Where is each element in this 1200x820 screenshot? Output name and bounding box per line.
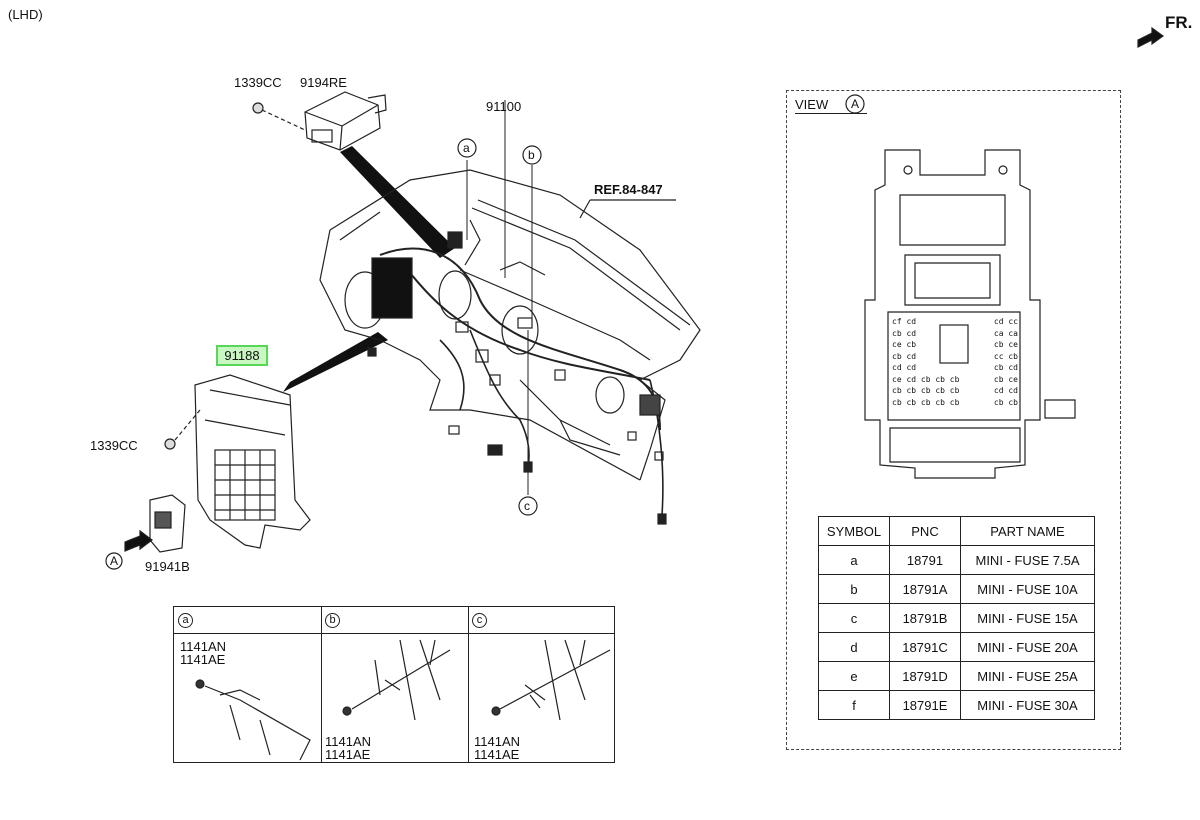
detail-a-marker: a: [178, 613, 193, 628]
callout-9194re: 9194RE: [300, 75, 347, 90]
detail-c-label-1: 1141AN: [474, 734, 521, 749]
detail-a-label-1: 1141AN: [180, 639, 227, 654]
leader-band-top: [340, 146, 455, 258]
callout-91100: 91100: [486, 99, 522, 114]
callout-ref: REF.84-847: [594, 182, 663, 197]
callout-1339cc-top: 1339CC: [234, 75, 282, 90]
parts-table: SYMBOL PNC PART NAME a 18791 MINI - FUSE…: [818, 516, 1095, 720]
table-row: a 18791 MINI - FUSE 7.5A: [818, 545, 1095, 575]
detail-b-marker: b: [325, 613, 340, 628]
detail-a-label-2: 1141AE: [180, 652, 226, 667]
marker-c: c: [524, 499, 530, 513]
table-row: b 18791A MINI - FUSE 10A: [818, 574, 1095, 604]
view-title-underline: [795, 113, 867, 114]
table-row: c 18791B MINI - FUSE 15A: [818, 603, 1095, 633]
marker-view-a: A: [110, 554, 119, 568]
fuse-box-view-drawing: [864, 149, 1076, 479]
view-a-arrow-icon: [124, 529, 153, 552]
detail-panel-b: b 1141AN 1141AE: [321, 607, 469, 762]
detail-panels: a 1141AN 1141AE b 1141AN 1141AE c 1141AN…: [173, 606, 615, 763]
detail-c-marker: c: [472, 613, 487, 628]
col-pnc: PNC: [889, 516, 961, 546]
table-row: f 18791E MINI - FUSE 30A: [818, 690, 1095, 720]
marker-b: b: [528, 148, 535, 162]
front-label: FR.: [1165, 13, 1193, 32]
col-part-name: PART NAME: [960, 516, 1095, 546]
leader-band-left: [283, 332, 388, 392]
detail-a-drawing: [195, 679, 311, 761]
detail-panel-c: c 1141AN 1141AE: [468, 607, 614, 762]
col-symbol: SYMBOL: [818, 516, 890, 546]
parts-table-header: SYMBOL PNC PART NAME: [818, 516, 1095, 546]
detail-b-label-1: 1141AN: [325, 734, 372, 749]
drive-side-label: (LHD): [8, 7, 43, 22]
detail-c-drawing: [491, 639, 611, 721]
callout-91941b: 91941B: [145, 559, 190, 574]
callout-1339cc-left: 1339CC: [90, 438, 138, 453]
marker-a: a: [463, 141, 470, 155]
callout-91188-highlight[interactable]: 91188: [216, 345, 268, 366]
instrument-panel-drawing: [319, 100, 701, 525]
connector-91941b-drawing: [149, 494, 186, 553]
front-arrow-icon: [1137, 26, 1165, 48]
detail-c-label-2: 1141AE: [474, 747, 520, 762]
table-row: d 18791C MINI - FUSE 20A: [818, 632, 1095, 662]
detail-panel-a: a 1141AN 1141AE: [174, 607, 322, 762]
detail-b-drawing: [342, 639, 451, 721]
view-title: VIEW: [795, 97, 829, 112]
table-row: e 18791D MINI - FUSE 25A: [818, 661, 1095, 691]
detail-b-label-2: 1141AE: [325, 747, 371, 762]
view-marker: A: [851, 97, 860, 111]
module-9194re-drawing: [252, 91, 387, 151]
junction-box-91188-drawing: [164, 374, 311, 549]
view-a-panel: [786, 90, 1121, 750]
